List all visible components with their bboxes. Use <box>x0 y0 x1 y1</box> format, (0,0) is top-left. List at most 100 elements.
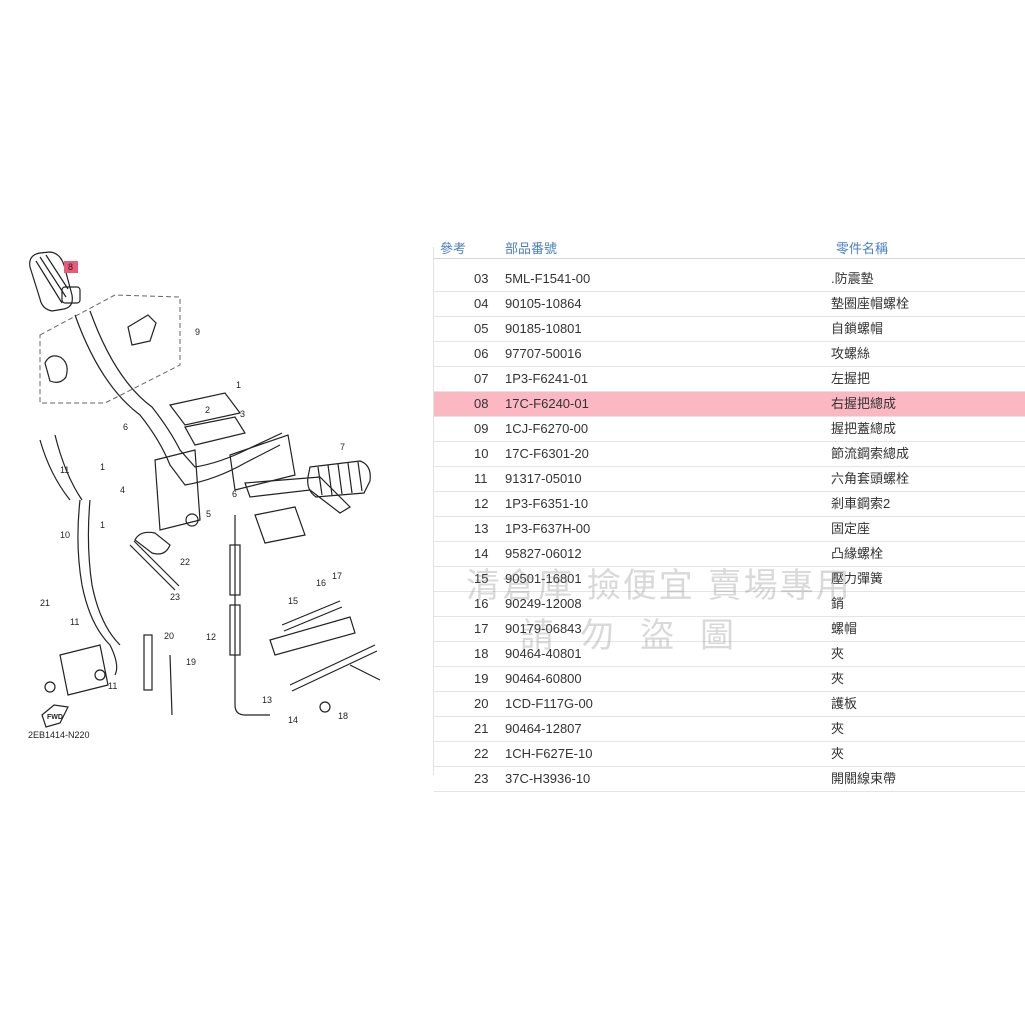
fwd-label: FWD <box>47 714 63 721</box>
row-part-name: 墊圈座帽螺栓 <box>831 296 910 311</box>
group-outline-9 <box>39 294 181 404</box>
row-ref: 05 <box>474 321 489 336</box>
row-part-number: 90501-16801 <box>505 571 582 586</box>
row-part-name: .防震墊 <box>831 271 874 286</box>
header-ref[interactable]: 參考 <box>440 241 467 256</box>
row-ref: 13 <box>474 521 489 536</box>
fwd-arrow-icon <box>41 704 69 728</box>
callout-label: 1 <box>236 380 241 390</box>
table-row[interactable]: 15 90501-16801 壓力彈簧 <box>434 567 1025 592</box>
row-part-number: 1CH-F627E-10 <box>505 746 593 761</box>
callout-label: 2 <box>205 405 210 415</box>
row-ref: 11 <box>474 471 488 486</box>
row-part-number: 1CJ-F6270-00 <box>505 421 589 436</box>
callout-label: 1 <box>100 462 105 472</box>
callout-label: 10 <box>60 530 70 540</box>
callout-label: 11 <box>108 681 117 691</box>
row-ref: 07 <box>474 371 489 386</box>
callout-label: 7 <box>340 442 345 452</box>
row-part-number: 1CD-F117G-00 <box>505 696 593 711</box>
row-part-number: 90185-10801 <box>505 321 582 336</box>
row-part-number: 90179-06843 <box>505 621 582 636</box>
row-part-number: 17C-F6301-20 <box>505 446 589 461</box>
row-ref: 06 <box>474 346 489 361</box>
row-ref: 15 <box>474 571 489 586</box>
row-ref: 08 <box>474 396 489 411</box>
row-ref: 17 <box>474 621 489 636</box>
row-part-name: 節流鋼索總成 <box>831 446 910 461</box>
row-part-number: 90464-60800 <box>505 671 582 686</box>
table-row[interactable]: 16 90249-12008 銷 <box>434 592 1025 617</box>
row-part-name: 握把蓋總成 <box>831 421 897 436</box>
callout-label: 16 <box>316 578 326 588</box>
callout-label: 11 <box>70 617 79 627</box>
table-row[interactable]: 05 90185-10801 自鎖螺帽 <box>434 317 1025 342</box>
row-part-number: 95827-06012 <box>505 546 582 561</box>
row-ref: 20 <box>474 696 489 711</box>
row-part-number: 90249-12008 <box>505 596 582 611</box>
row-ref: 10 <box>474 446 489 461</box>
row-ref: 18 <box>474 646 489 661</box>
callout-label: 5 <box>206 509 211 519</box>
row-part-number: 5ML-F1541-00 <box>505 271 591 286</box>
row-part-name: 六角套頭螺栓 <box>831 471 910 486</box>
row-part-name: 夾 <box>831 721 845 736</box>
row-part-name: 攻螺絲 <box>831 346 871 361</box>
callout-label: 21 <box>40 598 50 608</box>
callout-label: 20 <box>164 631 174 641</box>
table-row[interactable]: 11 91317-05010 六角套頭螺栓 <box>434 467 1025 492</box>
table-row[interactable]: 10 17C-F6301-20 節流鋼索總成 <box>434 442 1025 467</box>
row-part-name: 凸緣螺栓 <box>831 546 884 561</box>
spring-part-15 <box>281 600 343 632</box>
row-part-name: 自鎖螺帽 <box>831 321 884 336</box>
table-row[interactable]: 14 95827-06012 凸緣螺栓 <box>434 542 1025 567</box>
row-part-number: 90464-12807 <box>505 721 582 736</box>
callout-label: 8 <box>68 262 73 272</box>
grip-part-7 <box>307 460 371 498</box>
callout-label: 11 <box>60 465 69 475</box>
row-ref: 03 <box>474 271 489 286</box>
brake-cable <box>234 515 270 716</box>
row-part-name: 右握把總成 <box>831 396 897 411</box>
diagram-code: 2EB1414-N220 <box>28 730 90 740</box>
callout-label: 1 <box>100 520 105 530</box>
callout-8-highlight <box>64 261 78 273</box>
row-part-name: 左握把 <box>831 371 871 386</box>
row-ref: 09 <box>474 421 489 436</box>
row-part-number: 90464-40801 <box>505 646 582 661</box>
row-part-number: 37C-H3936-10 <box>505 771 591 786</box>
callout-label: 13 <box>262 695 272 705</box>
row-ref: 16 <box>474 596 489 611</box>
table-row[interactable]: 03 5ML-F1541-00 .防震墊 <box>434 267 1025 292</box>
header-part-name[interactable]: 零件名稱 <box>836 241 889 256</box>
callout-label: 6 <box>232 489 237 499</box>
callout-label: 9 <box>195 327 200 337</box>
row-part-name: 銷 <box>831 596 845 611</box>
callout-label: 4 <box>120 485 125 495</box>
header-part-number[interactable]: 部品番號 <box>505 241 558 256</box>
row-part-number: 90105-10864 <box>505 296 582 311</box>
row-part-name: 壓力彈簧 <box>831 571 884 586</box>
table-row[interactable]: 09 1CJ-F6270-00 握把蓋總成 <box>434 417 1025 442</box>
callout-label: 14 <box>288 715 298 725</box>
table-header: 參考 部品番號 零件名稱 <box>434 238 1025 259</box>
row-ref: 14 <box>474 546 489 561</box>
row-part-name: 開關線束帶 <box>831 771 897 786</box>
callout-label: 3 <box>240 409 245 419</box>
row-part-number: 91317-05010 <box>505 471 582 486</box>
